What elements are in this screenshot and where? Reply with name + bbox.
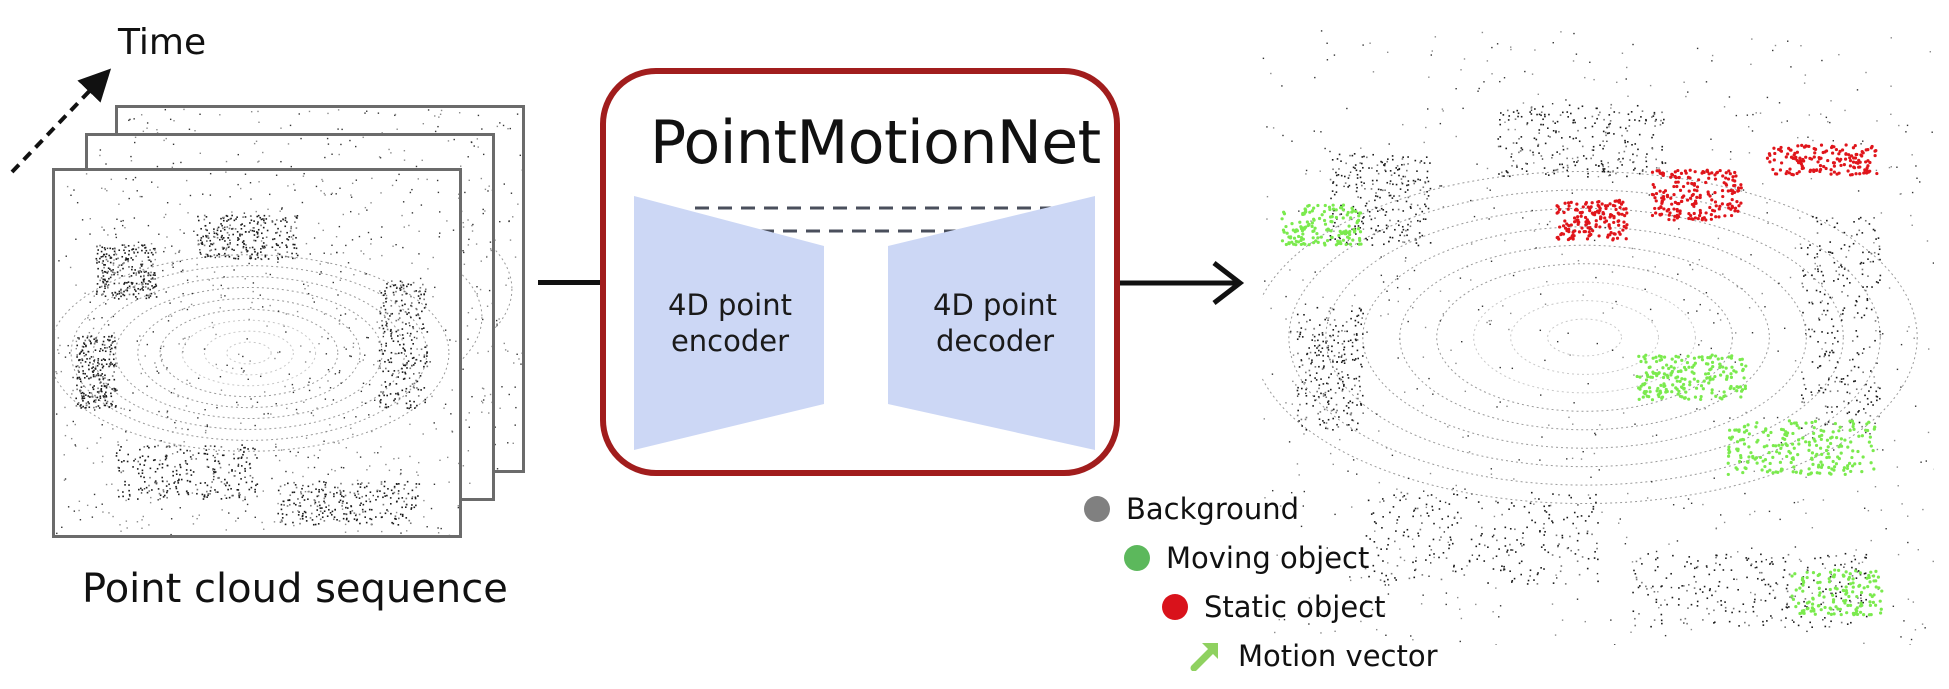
legend-label: Motion vector [1238, 639, 1438, 673]
decoder-trapezoid [888, 196, 1095, 450]
legend-label: Static object [1204, 590, 1386, 624]
input-title: Point cloud sequence [82, 566, 508, 612]
encoder-trapezoid [634, 196, 824, 450]
connector-line [538, 280, 600, 285]
legend-motion: Motion vector [1190, 639, 1438, 673]
output-arrow-icon [1120, 261, 1245, 305]
time-arrow-icon [10, 68, 112, 174]
moving-object-points [1790, 568, 1884, 617]
legend-moving: Moving object [1124, 541, 1369, 575]
moving-object-points [1726, 419, 1877, 477]
point-cloud-frame-1 [52, 168, 462, 538]
encoder-label: 4D point encoder [668, 288, 792, 358]
point-cloud-points [1251, 30, 1936, 646]
output-point-cloud [1251, 30, 1936, 646]
moving-object-points [1280, 203, 1363, 247]
encoder-decoder-shapes [634, 196, 1095, 450]
legend-static: Static object [1162, 590, 1386, 624]
network-title: PointMotionNet [650, 108, 1101, 178]
static-object-points [1650, 168, 1743, 222]
legend-background: Background [1084, 492, 1299, 526]
background-dot-icon [1084, 496, 1110, 522]
static-dot-icon [1162, 594, 1188, 620]
legend-label: Background [1126, 492, 1300, 526]
decoder-label: 4D point decoder [933, 288, 1057, 358]
moving-object-points [1635, 353, 1748, 402]
point-cloud-points [55, 171, 459, 535]
motion-vector-arrow-icon [1190, 643, 1218, 671]
moving-dot-icon [1124, 545, 1150, 571]
time-label: Time [118, 22, 207, 63]
static-object-points [1765, 143, 1879, 177]
static-object-points [1555, 198, 1629, 242]
legend-label: Moving object [1166, 541, 1370, 575]
